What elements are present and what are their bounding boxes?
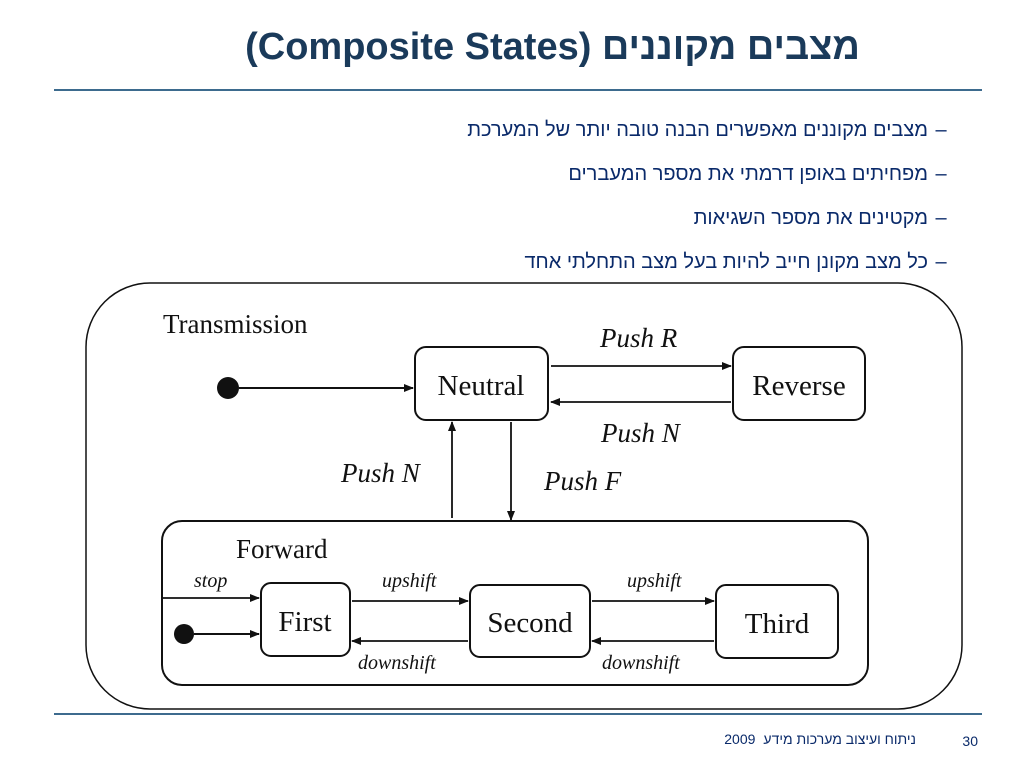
bullet-item: –מקטינים את מספר השגיאות [154,196,954,240]
transmission-state-box [85,282,963,710]
bullet-dash: – [935,119,947,141]
bullet-text: כל מצב מקונן חייב להיות בעל מצב התחלתי א… [524,251,928,273]
bullet-item: –מפחיתים באופן דרמתי את מספר המעברים [154,152,954,196]
bullet-text: מפחיתים באופן דרמתי את מספר המעברים [568,163,928,185]
transmission-state-label: Transmission [163,309,308,339]
reverse-state-box [732,346,866,421]
bullet-list: –מצבים מקוננים מאפשרים הבנה טובה יותר של… [154,108,954,284]
forward-state-label: Forward [236,534,328,564]
title-divider [54,89,982,91]
footer-course: ניתוח ועיצוב מערכות מידע 2009 [724,731,916,747]
reverse-state-label: Reverse [752,370,845,402]
third-state-label: Third [745,608,810,640]
neutral-state-box [414,346,549,421]
initial-state-dot [217,377,239,399]
slide-title: מצבים מקוננים (Composite States) [245,26,860,68]
push-f-label: Push F [543,466,622,496]
push-r-label: Push R [599,323,678,353]
first-state-box [260,582,351,657]
forward-initial-dot [174,624,194,644]
push-n-forward-label: Push N [340,458,422,488]
third-state-box [715,584,839,659]
footer-divider [54,713,982,715]
page-number: 30 [962,733,978,749]
first-state-label: First [278,606,331,638]
second-state-box [469,584,591,658]
second-state-label: Second [487,607,573,639]
bullet-dash: – [935,163,947,185]
bullet-item: –כל מצב מקונן חייב להיות בעל מצב התחלתי … [154,240,954,284]
forward-state-box [161,520,869,686]
upshift-1-label: upshift [382,570,437,592]
footer-year: 2009 [724,731,756,747]
upshift-2-label: upshift [627,570,682,592]
downshift-2-label: downshift [602,652,680,674]
downshift-1-label: downshift [358,652,436,674]
bullet-text: מקטינים את מספר השגיאות [693,207,928,229]
bullet-dash: – [935,207,947,229]
bullet-item: –מצבים מקוננים מאפשרים הבנה טובה יותר של… [154,108,954,152]
bullet-text: מצבים מקוננים מאפשרים הבנה טובה יותר של … [467,119,928,141]
push-n-reverse-label: Push N [600,418,682,448]
bullet-dash: – [935,251,947,273]
stop-label: stop [194,570,227,592]
neutral-state-label: Neutral [438,370,525,402]
footer-course-name: ניתוח ועיצוב מערכות מידע [763,731,916,747]
